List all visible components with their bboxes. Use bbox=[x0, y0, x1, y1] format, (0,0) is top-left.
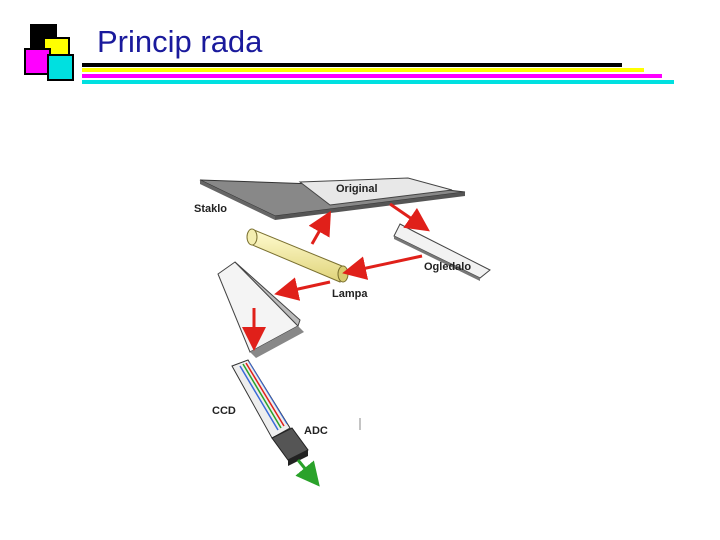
title-rule-magenta bbox=[82, 74, 662, 78]
adc-chip bbox=[271, 427, 309, 466]
slide-title: Princip rada bbox=[97, 24, 263, 59]
label-original: Original bbox=[336, 183, 378, 195]
arrow-original-to-mirror bbox=[389, 202, 430, 232]
title-rule-yellow bbox=[82, 68, 644, 72]
ccd-sensor bbox=[231, 359, 291, 439]
slide-logo bbox=[24, 24, 80, 84]
title-rule-cyan bbox=[82, 80, 674, 84]
label-adc: ADC bbox=[304, 425, 328, 437]
arrow-mirror-to-lamp bbox=[342, 254, 423, 280]
scanner-diagram-svg: Original Staklo Ogledalo Lampa CCD ADC bbox=[194, 177, 491, 487]
label-ogledalo: Ogledalo bbox=[424, 261, 471, 273]
arrow-lamp-to-original bbox=[308, 210, 331, 245]
lamp bbox=[246, 228, 349, 283]
arrow-adc-output bbox=[295, 459, 320, 487]
label-staklo: Staklo bbox=[194, 203, 227, 215]
scanner-diagram: Original Staklo Ogledalo Lampa CCD ADC bbox=[180, 160, 520, 500]
arrow-lamp-to-prism bbox=[274, 277, 331, 301]
original-document bbox=[298, 177, 453, 206]
prism bbox=[217, 261, 304, 358]
logo-square-cyan bbox=[47, 54, 74, 81]
logo-square-magenta bbox=[24, 48, 51, 75]
label-ccd: CCD bbox=[212, 405, 236, 417]
label-lampa: Lampa bbox=[332, 288, 368, 300]
title-rule-black bbox=[82, 63, 622, 67]
